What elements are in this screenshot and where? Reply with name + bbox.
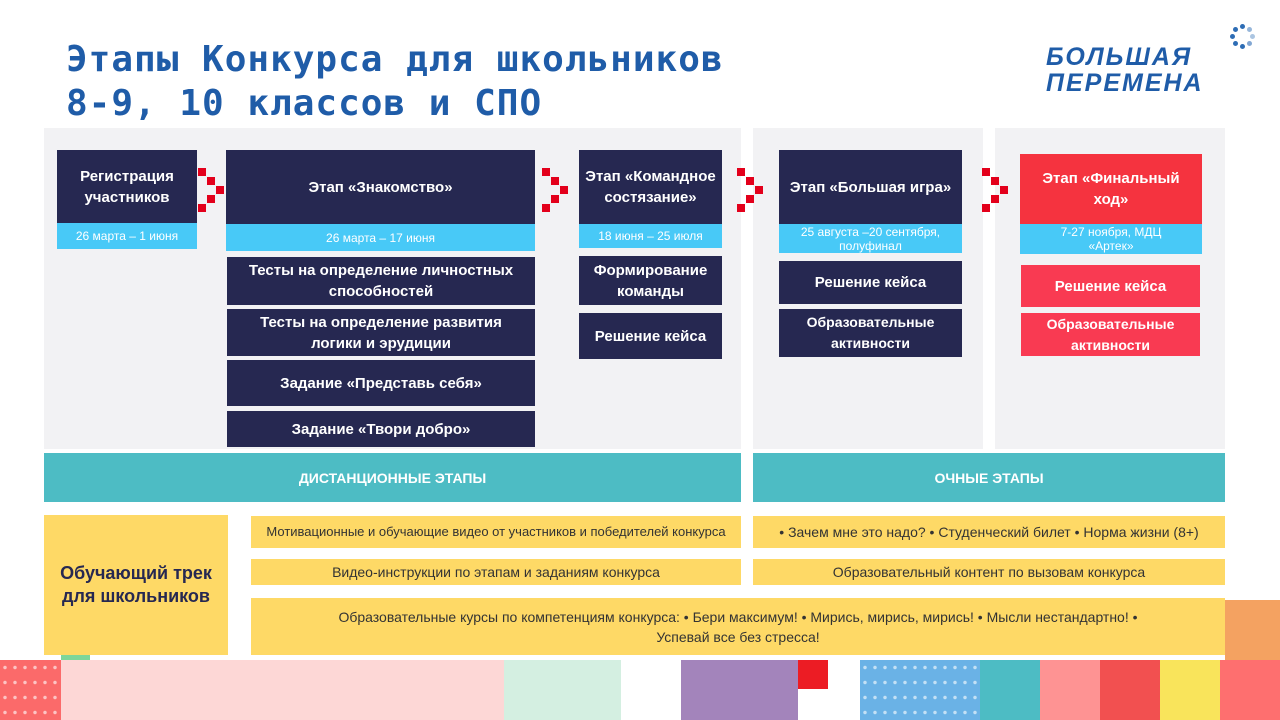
task-item: Задание «Представь себя» [227,360,535,406]
title-line-2: 8-9, 10 классов и СПО [66,83,543,124]
track-label: Обучающий трек для школьников [44,515,228,655]
stage-team: Этап «Командное состязание» [579,150,722,224]
stage-biggame-date: 25 августа –20 сентября, полуфинал [779,224,962,253]
decor-block [1225,600,1280,660]
track-row: Образовательный контент по вызовам конку… [753,559,1225,585]
decor-strip [980,660,1040,720]
task-item: Образовательные активности [779,309,962,357]
track-row: Мотивационные и обучающие видео от участ… [251,516,741,548]
logo-line-2: ПЕРЕМЕНА [1046,69,1204,97]
task-item: Решение кейса [1021,265,1200,307]
chevron-right-icon [737,168,765,212]
chevron-right-icon [542,168,570,212]
task-item: Тесты на определение личностных способно… [227,257,535,305]
decor-strip [1160,660,1220,720]
decor-strip [798,660,828,689]
decor-strip [61,655,90,660]
track-courses: Образовательные курсы по компетенциям ко… [251,598,1225,655]
logo-line-1: БОЛЬШАЯ [1046,43,1193,71]
task-item: Тесты на определение развития логики и э… [227,309,535,356]
logo: БОЛЬШАЯ ПЕРЕМЕНА [1046,44,1204,96]
task-item: Задание «Твори добро» [227,411,535,447]
track-row: • Зачем мне это надо? • Студенческий бил… [753,516,1225,548]
chevron-right-icon [198,168,226,212]
decor-strip [1220,660,1280,720]
logo-dots-icon [1230,24,1256,50]
decor-strip [61,660,504,720]
stage-team-date: 18 июня – 25 июля [579,224,722,248]
stage-registration: Регистрация участников [57,150,197,223]
decor-strip [860,660,980,720]
chevron-right-icon [982,168,1010,212]
task-item: Решение кейса [579,313,722,359]
stage-znakomstvo-date: 26 марта – 17 июня [226,224,535,251]
decor-strip [504,660,621,720]
stage-biggame: Этап «Большая игра» [779,150,962,224]
stage-registration-date: 26 марта – 1 июня [57,223,197,249]
title-line-1: Этапы Конкурса для школьников [66,39,724,80]
stage-final-date: 7-27 ноября, МДЦ «Артек» [1020,224,1202,254]
decor-strip [1100,660,1160,720]
task-item: Формирование команды [579,256,722,305]
track-row: Видео-инструкции по этапам и заданиям ко… [251,559,741,585]
stage-znakomstvo: Этап «Знакомство» [226,150,535,224]
decor-strip [0,660,61,720]
task-item: Решение кейса [779,261,962,304]
stage-final: Этап «Финальный ход» [1020,154,1202,224]
remote-stages-bar: ДИСТАНЦИОННЫЕ ЭТАПЫ [44,453,741,502]
task-item: Образовательные активности [1021,313,1200,356]
page-title: Этапы Конкурса для школьников 8-9, 10 кл… [66,38,724,126]
inperson-stages-bar: ОЧНЫЕ ЭТАПЫ [753,453,1225,502]
decor-strip [681,660,798,720]
decor-strip [1040,660,1100,720]
